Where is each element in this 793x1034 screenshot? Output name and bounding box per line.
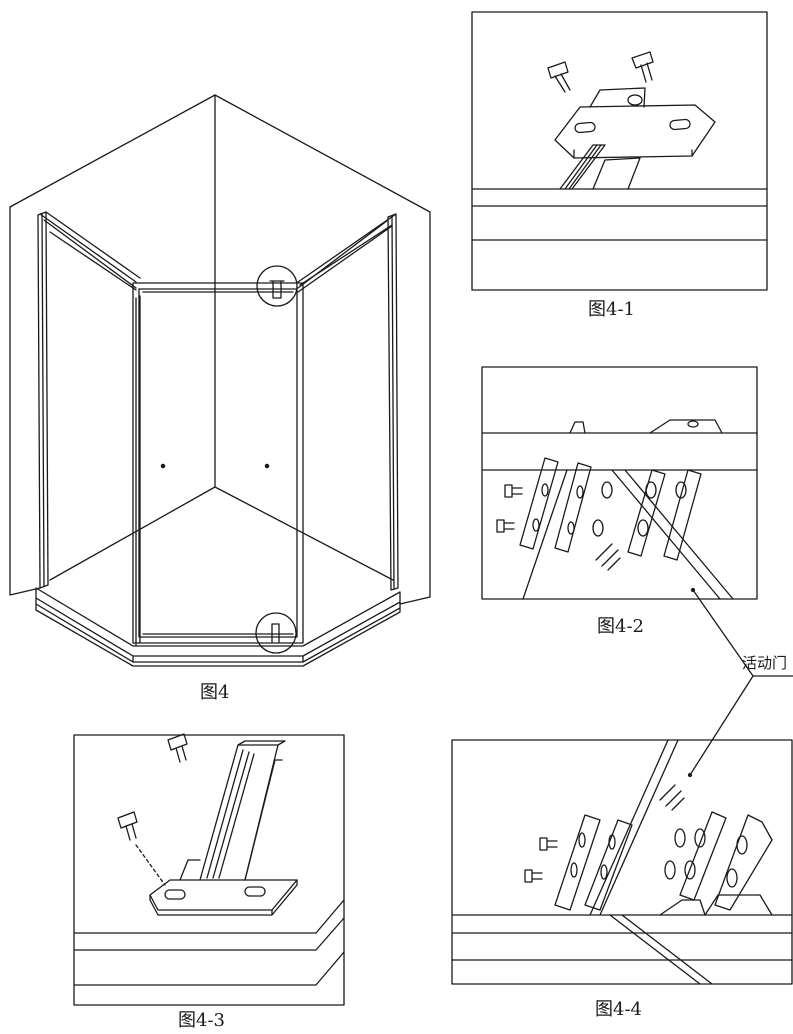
screw-head-left — [117, 811, 138, 829]
screw-head-right — [167, 733, 188, 751]
plate-2 — [584, 819, 633, 911]
bracket-plate — [554, 104, 716, 159]
fig-4-2-drawing — [481, 366, 758, 600]
rail-body — [559, 144, 606, 190]
plate-1 — [519, 457, 559, 550]
bracket-base — [149, 879, 298, 911]
slot-left — [574, 121, 596, 134]
fig-4-4-frame — [451, 739, 793, 985]
left-panel-post — [37, 211, 49, 589]
detail-circle-top — [256, 265, 298, 307]
caption-fig-4: 图4 — [200, 682, 230, 703]
screw-head-left — [547, 61, 569, 79]
plate-3 — [627, 469, 666, 557]
glass-edge-left — [589, 739, 669, 916]
glass-edge-left — [522, 469, 568, 600]
fig-4-1-frame — [471, 11, 768, 291]
door-frame-inner — [138, 288, 298, 638]
plate-4 — [714, 814, 773, 911]
fig-4-2-frame — [481, 366, 758, 600]
slot-right — [669, 118, 691, 131]
caption-fig-4-4: 图4-4 — [595, 999, 642, 1020]
right-panel-post — [387, 213, 399, 591]
caption-fig-4-1: 图4-1 — [588, 299, 635, 320]
detail-circle-bottom — [255, 612, 297, 654]
glass-edge-right — [609, 914, 701, 985]
door-frame-outer — [132, 282, 304, 644]
bracket-tab — [589, 87, 646, 108]
center-hole — [627, 94, 643, 106]
glass-edge-right — [611, 469, 721, 600]
caption-fig-4-3: 图4-3 — [178, 1010, 225, 1031]
plate-4 — [663, 469, 702, 561]
left-wall-edge — [9, 206, 41, 596]
floor-line-right — [214, 486, 394, 581]
caption-fig-4-2: 图4-2 — [597, 616, 644, 637]
handle-dot-left — [160, 463, 166, 469]
fig-4-3-frame — [73, 734, 345, 1006]
handle-dot-right — [264, 463, 270, 469]
plate-2 — [554, 462, 592, 553]
callout-leaders — [687, 587, 793, 778]
slot-right — [244, 886, 266, 897]
fig-4-4-drawing — [451, 739, 793, 985]
left-panel-top-line — [49, 231, 137, 291]
screw-head-right — [631, 51, 654, 69]
rail-side — [592, 157, 641, 190]
wall-outline — [9, 94, 431, 605]
fig-4-3-drawing — [73, 733, 345, 1006]
shower-tray-top — [35, 587, 401, 657]
slot-left — [164, 889, 186, 900]
plate-3 — [679, 811, 727, 901]
shower-enclosure-drawing — [9, 94, 431, 667]
callout-sliding-door: 活动门 — [742, 654, 788, 672]
plate-1 — [554, 814, 601, 911]
fig-4-1-drawing — [471, 11, 768, 291]
